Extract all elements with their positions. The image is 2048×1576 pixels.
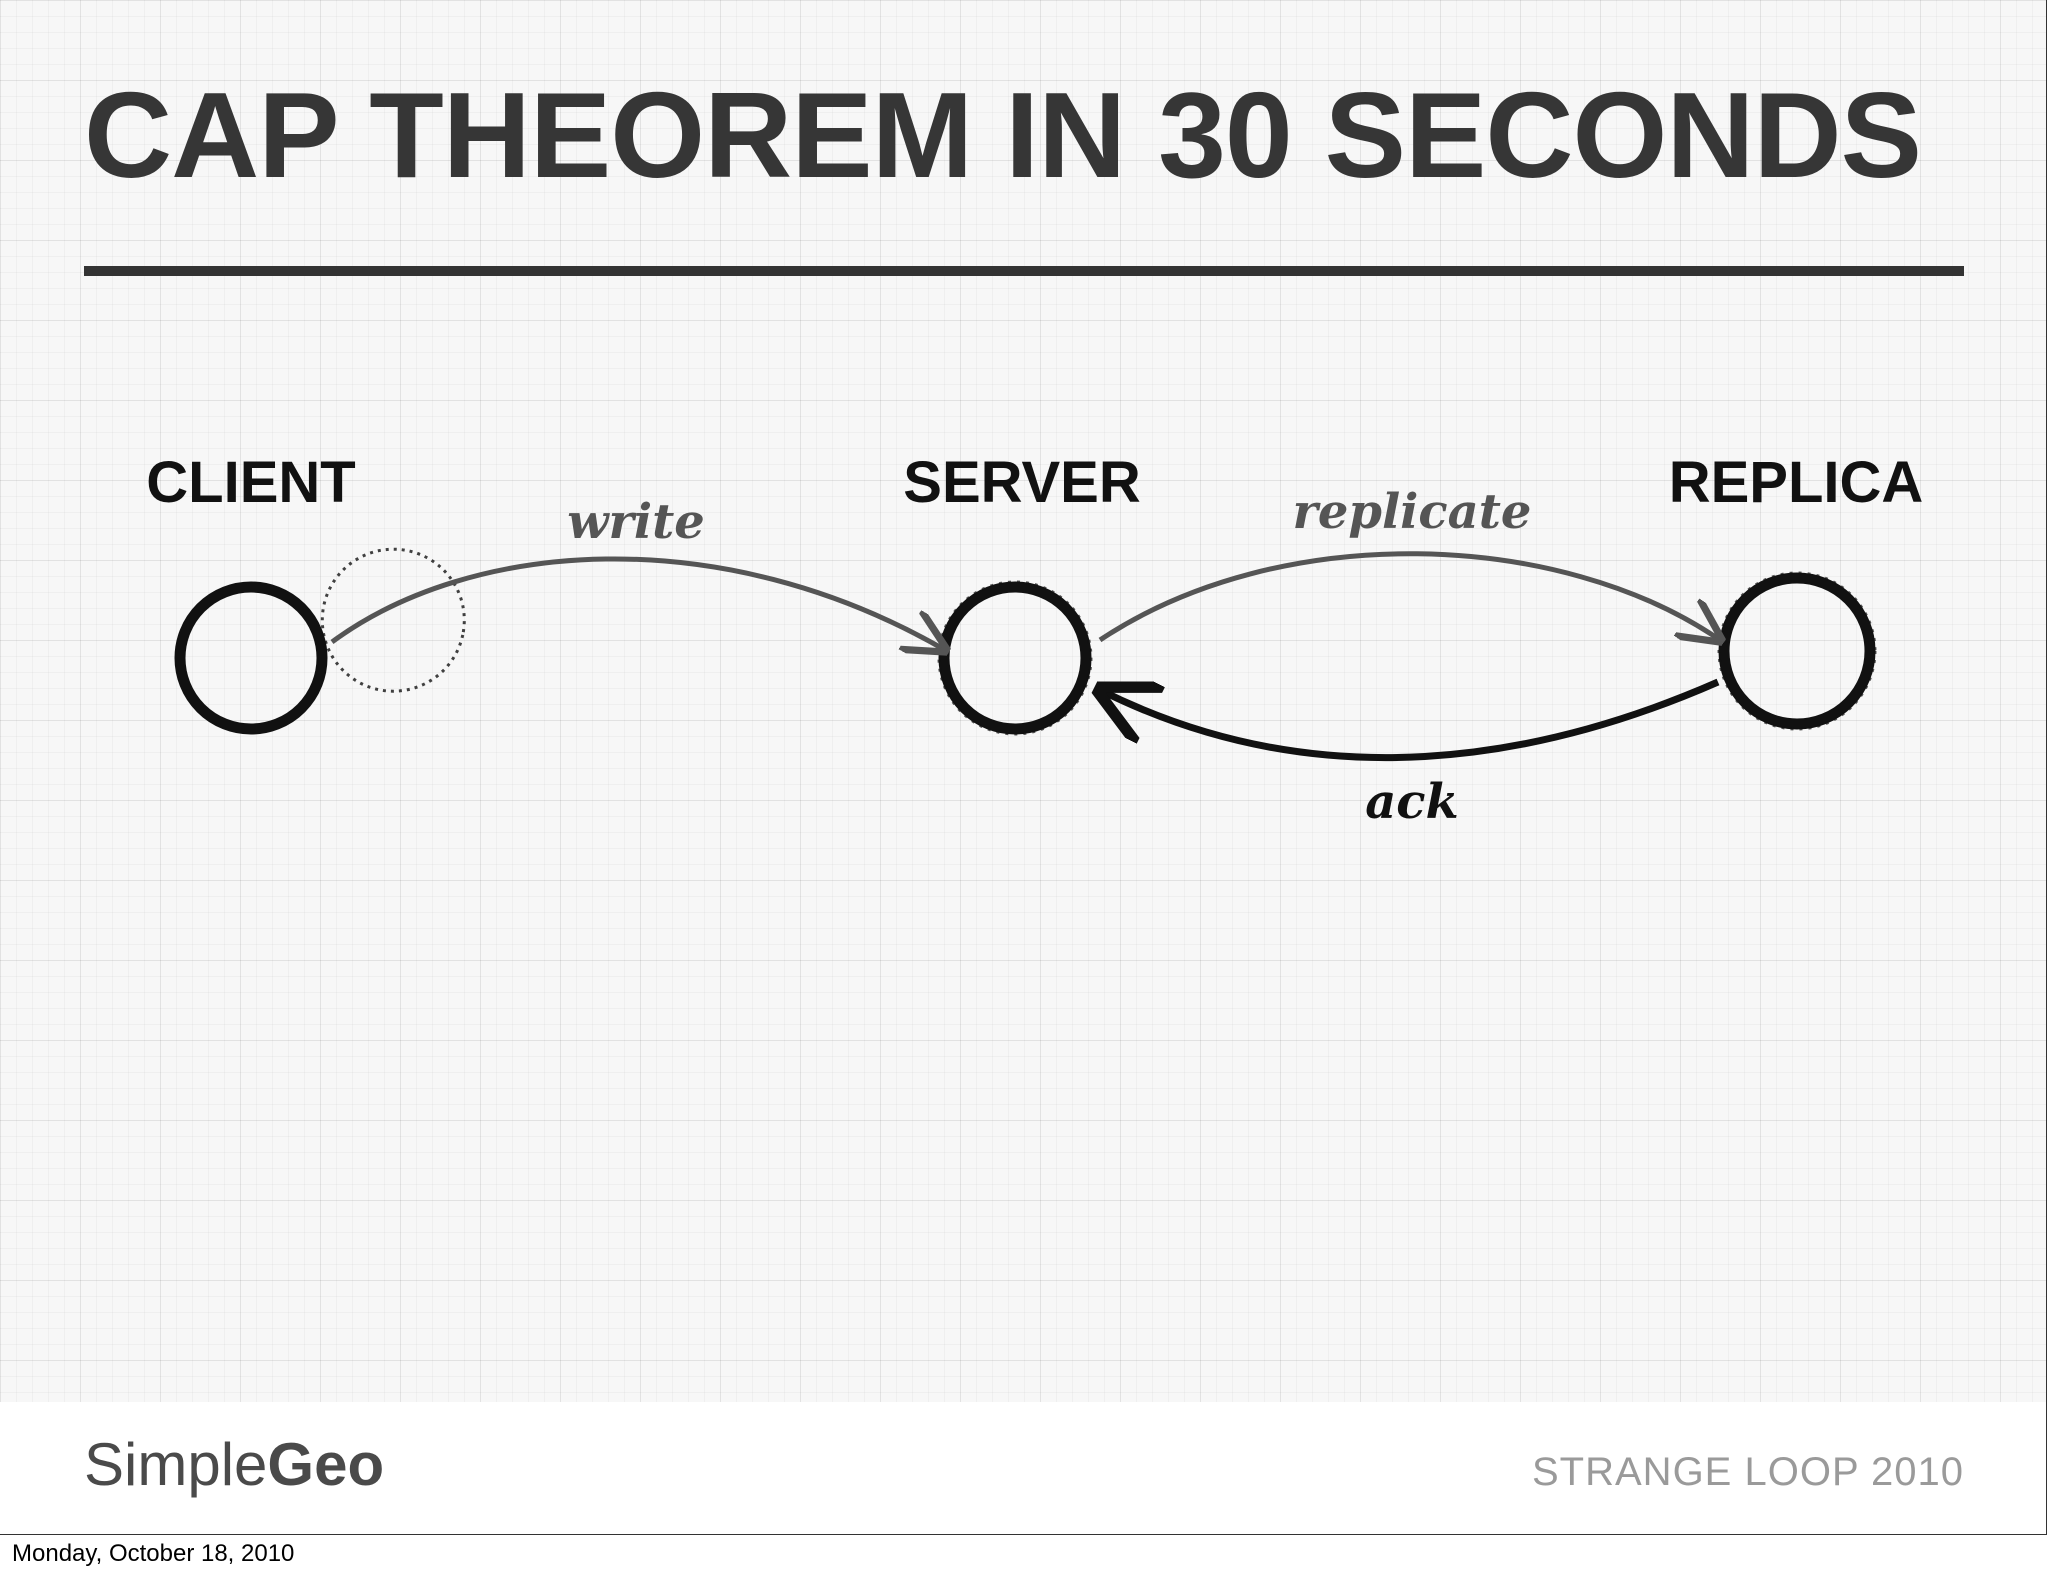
ack-arrow: [1100, 678, 1720, 762]
server-label: SERVER: [903, 450, 1140, 515]
cap-diagram: CLIENT SERVER REPLICA write replicate ac…: [146, 450, 1924, 830]
slide-footer: SimpleGeo STRANGE LOOP 2010: [0, 1402, 2046, 1534]
slide-title: CAP THEOREM IN 30 SECONDS: [84, 67, 1922, 203]
replica-label: REPLICA: [1669, 450, 1924, 515]
simplegeo-logo: SimpleGeo: [84, 1430, 384, 1499]
write-arrow: [330, 556, 945, 650]
client-node: [174, 547, 466, 735]
replicate-label: replicate: [1293, 484, 1532, 540]
event-name: STRANGE LOOP 2010: [1532, 1450, 1964, 1494]
server-node: [937, 580, 1093, 736]
logo-text-regular: Simple: [84, 1431, 268, 1498]
replica-node: [1717, 571, 1877, 731]
client-label: CLIENT: [146, 450, 355, 515]
replicate-arrow: [1098, 551, 1720, 640]
ack-label: ack: [1365, 774, 1459, 830]
print-date: Monday, October 18, 2010: [12, 1540, 295, 1567]
logo-text-bold: Geo: [267, 1431, 385, 1498]
title-divider: [84, 266, 1964, 276]
write-label: write: [567, 494, 705, 550]
slide: CAP THEOREM IN 30 SECONDS CLIENT SERVER …: [0, 0, 2047, 1535]
